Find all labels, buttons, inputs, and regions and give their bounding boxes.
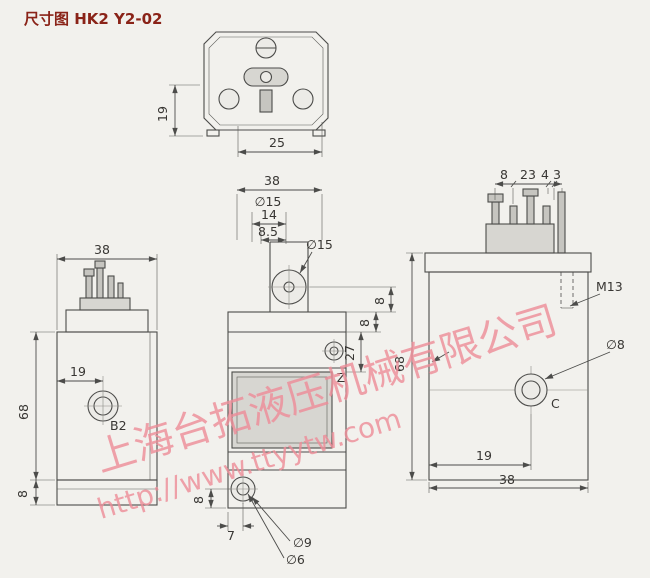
- page-title: 尺寸图 HK2 Y2-02: [24, 10, 162, 28]
- dim-right-width: 38: [428, 472, 589, 493]
- plug-blade: [259, 89, 273, 113]
- front-recess-panel: [231, 371, 333, 449]
- dim-label-stem-off: 8.5: [258, 224, 278, 239]
- right-body: [428, 271, 589, 481]
- port-label-c: C: [551, 396, 560, 411]
- section-arrow: [431, 351, 450, 363]
- dim-front-section: 27: [342, 332, 366, 373]
- dim-label-top-width: 25: [269, 135, 285, 150]
- front-body-outline: [227, 311, 347, 509]
- front-body: [227, 311, 347, 509]
- view-right-side: 8 23 4 3 C ∅8 M13: [392, 167, 625, 493]
- dim-hole-x: 7: [217, 503, 254, 543]
- dim-label-front-width: 38: [264, 173, 280, 188]
- dim-label-top-height: 19: [155, 106, 170, 122]
- dim-top-height: 19: [155, 84, 203, 137]
- dim-label-pin-d: 3: [553, 167, 561, 182]
- leader-thread: M13: [569, 279, 623, 307]
- dim-label-right-port-x: 19: [476, 448, 492, 463]
- dim-label-pin-a: 8: [500, 167, 508, 182]
- m13-tapped-hole: [560, 272, 574, 309]
- dim-label-left-width: 38: [94, 242, 110, 257]
- dims-pin-spacing: 8 23 4 3: [494, 167, 563, 204]
- mount-hole-right: [292, 88, 314, 110]
- dim-stem-off: 8.5: [258, 224, 286, 244]
- dim-stem-w: 14: [251, 207, 287, 244]
- dim-left-height: 68: [16, 331, 55, 481]
- port-c: [514, 373, 548, 407]
- leader-boss-dia: ∅15: [299, 237, 333, 274]
- dim-front-plate: 8: [346, 312, 381, 333]
- port-label-z: Z: [337, 370, 346, 385]
- leader-port-dia: ∅8: [544, 337, 625, 380]
- dim-label-left-height: 68: [16, 404, 31, 420]
- view-top-plan: 19 25: [155, 31, 329, 157]
- dim-label-stem-w: 14: [261, 207, 277, 222]
- dim-right-port-x: 19: [429, 414, 532, 470]
- left-connector-pins: [79, 260, 131, 311]
- port-b2: [84, 376, 122, 425]
- dim-hole-y: 8: [191, 488, 230, 509]
- front-stem: [268, 241, 310, 312]
- dim-label-right-height: 68: [392, 356, 407, 372]
- view-left-side: B2 38 19 68 8: [15, 242, 158, 506]
- dim-label-hole-y: 8: [191, 496, 206, 504]
- dim-label-hole-inner: ∅6: [286, 552, 305, 567]
- dim-label-boss-dia: ∅15: [306, 237, 333, 252]
- dim-label-hole-outer: ∅9: [293, 535, 312, 550]
- dim-label-port-dia: ∅8: [606, 337, 625, 352]
- dim-label-left-base: 8: [15, 490, 30, 498]
- left-base: [56, 479, 158, 506]
- dim-label-front-plate: 8: [357, 319, 372, 327]
- dim-label-front-section: 27: [342, 345, 357, 361]
- thread-label-m13: M13: [596, 279, 623, 294]
- dim-label-front-top-off: 8: [372, 297, 387, 305]
- top-plan-details: [218, 37, 314, 113]
- dim-label-right-width: 38: [499, 472, 515, 487]
- dim-left-port-x: 19: [57, 364, 103, 384]
- port-label-b2: B2: [110, 418, 127, 433]
- dim-label-stem-dia: ∅15: [255, 194, 282, 209]
- dim-left-base: 8: [15, 480, 55, 506]
- dim-label-pin-b: 23: [520, 167, 536, 182]
- top-plan-outline: [203, 31, 329, 137]
- dim-front-top-off: 8: [310, 286, 396, 313]
- left-flange: [65, 309, 149, 333]
- dim-top-width: 25: [237, 122, 323, 157]
- view-front: 38 ∅15 14 8.5 ∅15: [191, 173, 396, 567]
- leader-hole-outer: ∅9: [251, 496, 312, 550]
- dim-label-left-port-x: 19: [70, 364, 86, 379]
- mount-hole-left: [218, 88, 240, 110]
- dim-label-hole-x: 7: [227, 528, 235, 543]
- right-connector-pins: [485, 188, 566, 254]
- dim-right-height: 68: [392, 252, 427, 481]
- dim-left-width: 38: [56, 242, 158, 330]
- dim-front-width: 38: [236, 173, 323, 240]
- right-top-plate: [424, 252, 592, 273]
- dim-label-pin-c: 4: [541, 167, 549, 182]
- leader-hole-inner: ∅6: [247, 493, 305, 567]
